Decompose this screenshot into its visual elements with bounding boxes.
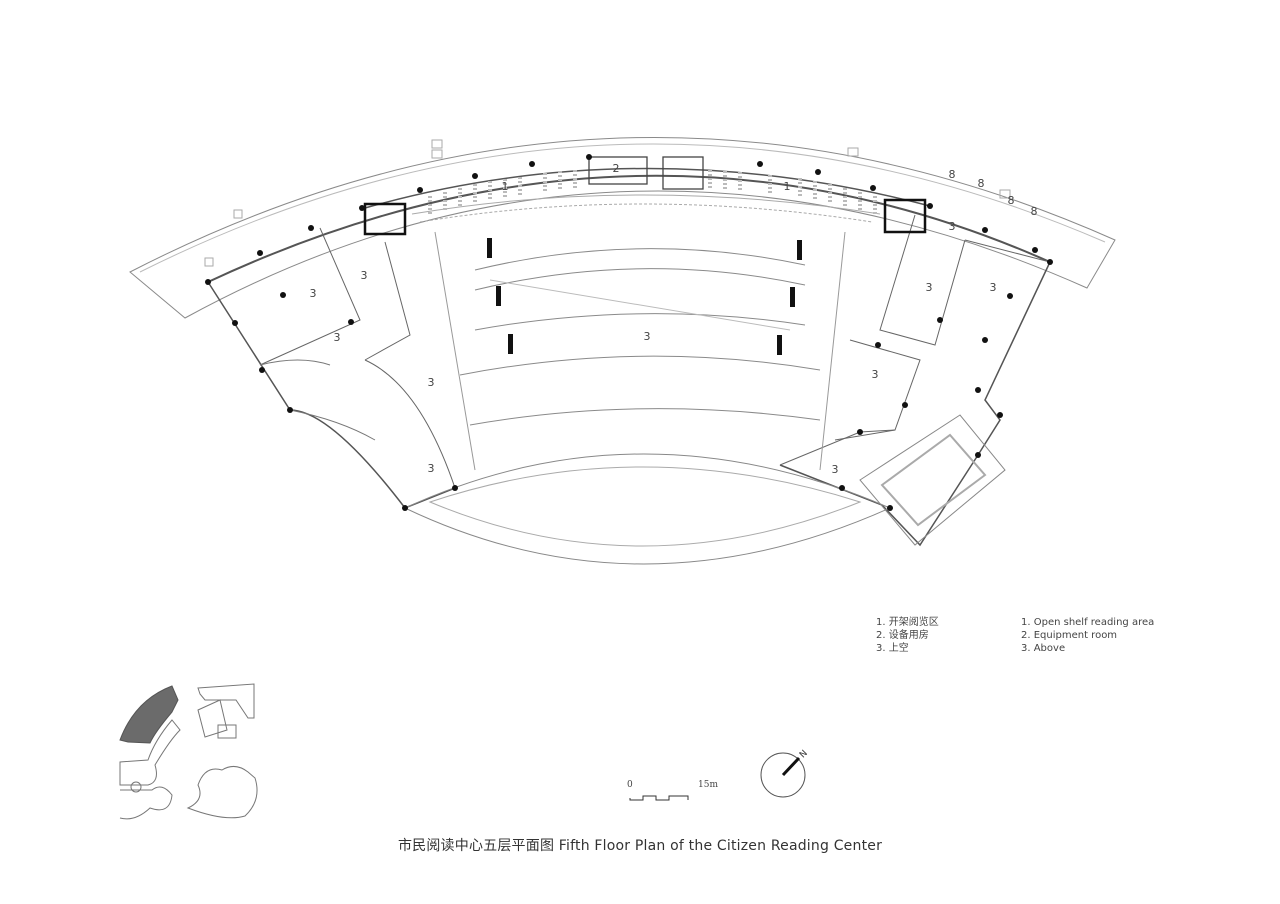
room-label-1: 1 — [502, 180, 509, 193]
room-label-8: 8 — [1008, 194, 1015, 207]
stair-core-center — [662, 156, 704, 190]
room-label-8: 8 — [978, 177, 985, 190]
scale-bar — [629, 795, 689, 801]
room-label-8: 8 — [1031, 205, 1038, 218]
room-label-2: 2 — [613, 162, 620, 175]
site-key-plan — [119, 683, 258, 820]
room-label-3: 3 — [832, 463, 839, 476]
room-label-8: 8 — [949, 168, 956, 181]
reading-band-outline — [207, 174, 1051, 283]
stair-core-right — [883, 198, 927, 234]
room-label-3: 3 — [926, 281, 933, 294]
room-label-3: 3 — [361, 269, 368, 282]
scale-end-label: 15m — [698, 780, 718, 790]
legend-english: 1. Open shelf reading area 2. Equipment … — [1021, 616, 1154, 655]
legend-item: 2. Equipment room — [1021, 630, 1118, 641]
equipment-room — [588, 156, 648, 185]
left-wing-outline — [207, 281, 456, 509]
legend-item: 3. Above — [1021, 643, 1066, 654]
courtyard-outline — [859, 414, 1006, 546]
room-label-1: 1 — [784, 180, 791, 193]
lower-lens-outline — [403, 453, 892, 565]
legend-item: 3. 上空 — [876, 643, 909, 654]
legend-item: 1. 开架阅览区 — [876, 617, 939, 628]
room-label-3: 3 — [334, 331, 341, 344]
scale-start-label: 0 — [627, 780, 633, 790]
room-label-3: 3 — [310, 287, 317, 300]
room-label-3: 3 — [428, 462, 435, 475]
legend-item: 1. Open shelf reading area — [1021, 617, 1155, 628]
legend-chinese: 1. 开架阅览区 2. 设备用房 3. 上空 — [876, 616, 939, 655]
room-label-3: 3 — [949, 220, 956, 233]
right-wing-outline — [779, 261, 1051, 547]
north-label: N — [798, 749, 810, 761]
room-label-3: 3 — [644, 330, 651, 343]
outer-canopy-outline — [129, 137, 1116, 319]
room-label-3: 3 — [428, 376, 435, 389]
north-arrow: N — [760, 749, 810, 798]
room-label-3: 3 — [872, 368, 879, 381]
drawing-title: 市民阅读中心五层平面图 Fifth Floor Plan of the Citi… — [397, 838, 883, 854]
legend-item: 2. 设备用房 — [876, 630, 929, 641]
stair-core-left — [363, 202, 407, 236]
room-label-3: 3 — [990, 281, 997, 294]
